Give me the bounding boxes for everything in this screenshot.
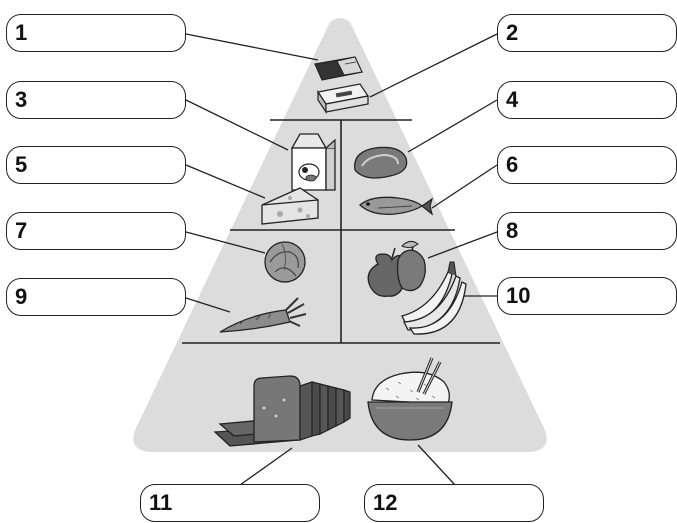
label-number-8: 8 (506, 218, 518, 244)
label-number-2: 2 (506, 20, 518, 46)
label-number-6: 6 (506, 152, 518, 178)
label-box-2[interactable]: 2 (497, 14, 677, 52)
label-box-7[interactable]: 7 (6, 212, 186, 250)
meat-icon (355, 147, 407, 178)
label-box-9[interactable]: 9 (6, 278, 186, 316)
cabbage-icon (265, 242, 305, 282)
label-number-12: 12 (373, 490, 397, 516)
label-box-3[interactable]: 3 (6, 81, 186, 119)
label-number-1: 1 (15, 20, 27, 46)
label-box-12[interactable]: 12 (364, 484, 544, 522)
label-box-5[interactable]: 5 (6, 146, 186, 184)
label-number-11: 11 (149, 490, 172, 516)
label-box-4[interactable]: 4 (497, 81, 677, 119)
label-box-11[interactable]: 11 (140, 484, 320, 522)
label-box-6[interactable]: 6 (497, 146, 677, 184)
label-number-4: 4 (506, 87, 518, 113)
label-number-3: 3 (15, 87, 27, 113)
label-box-1[interactable]: 1 (6, 14, 186, 52)
label-number-10: 10 (506, 283, 530, 309)
label-number-7: 7 (15, 218, 27, 244)
label-number-9: 9 (15, 284, 27, 310)
label-box-10[interactable]: 10 (497, 277, 677, 315)
label-box-8[interactable]: 8 (497, 212, 677, 250)
label-number-5: 5 (15, 152, 27, 178)
